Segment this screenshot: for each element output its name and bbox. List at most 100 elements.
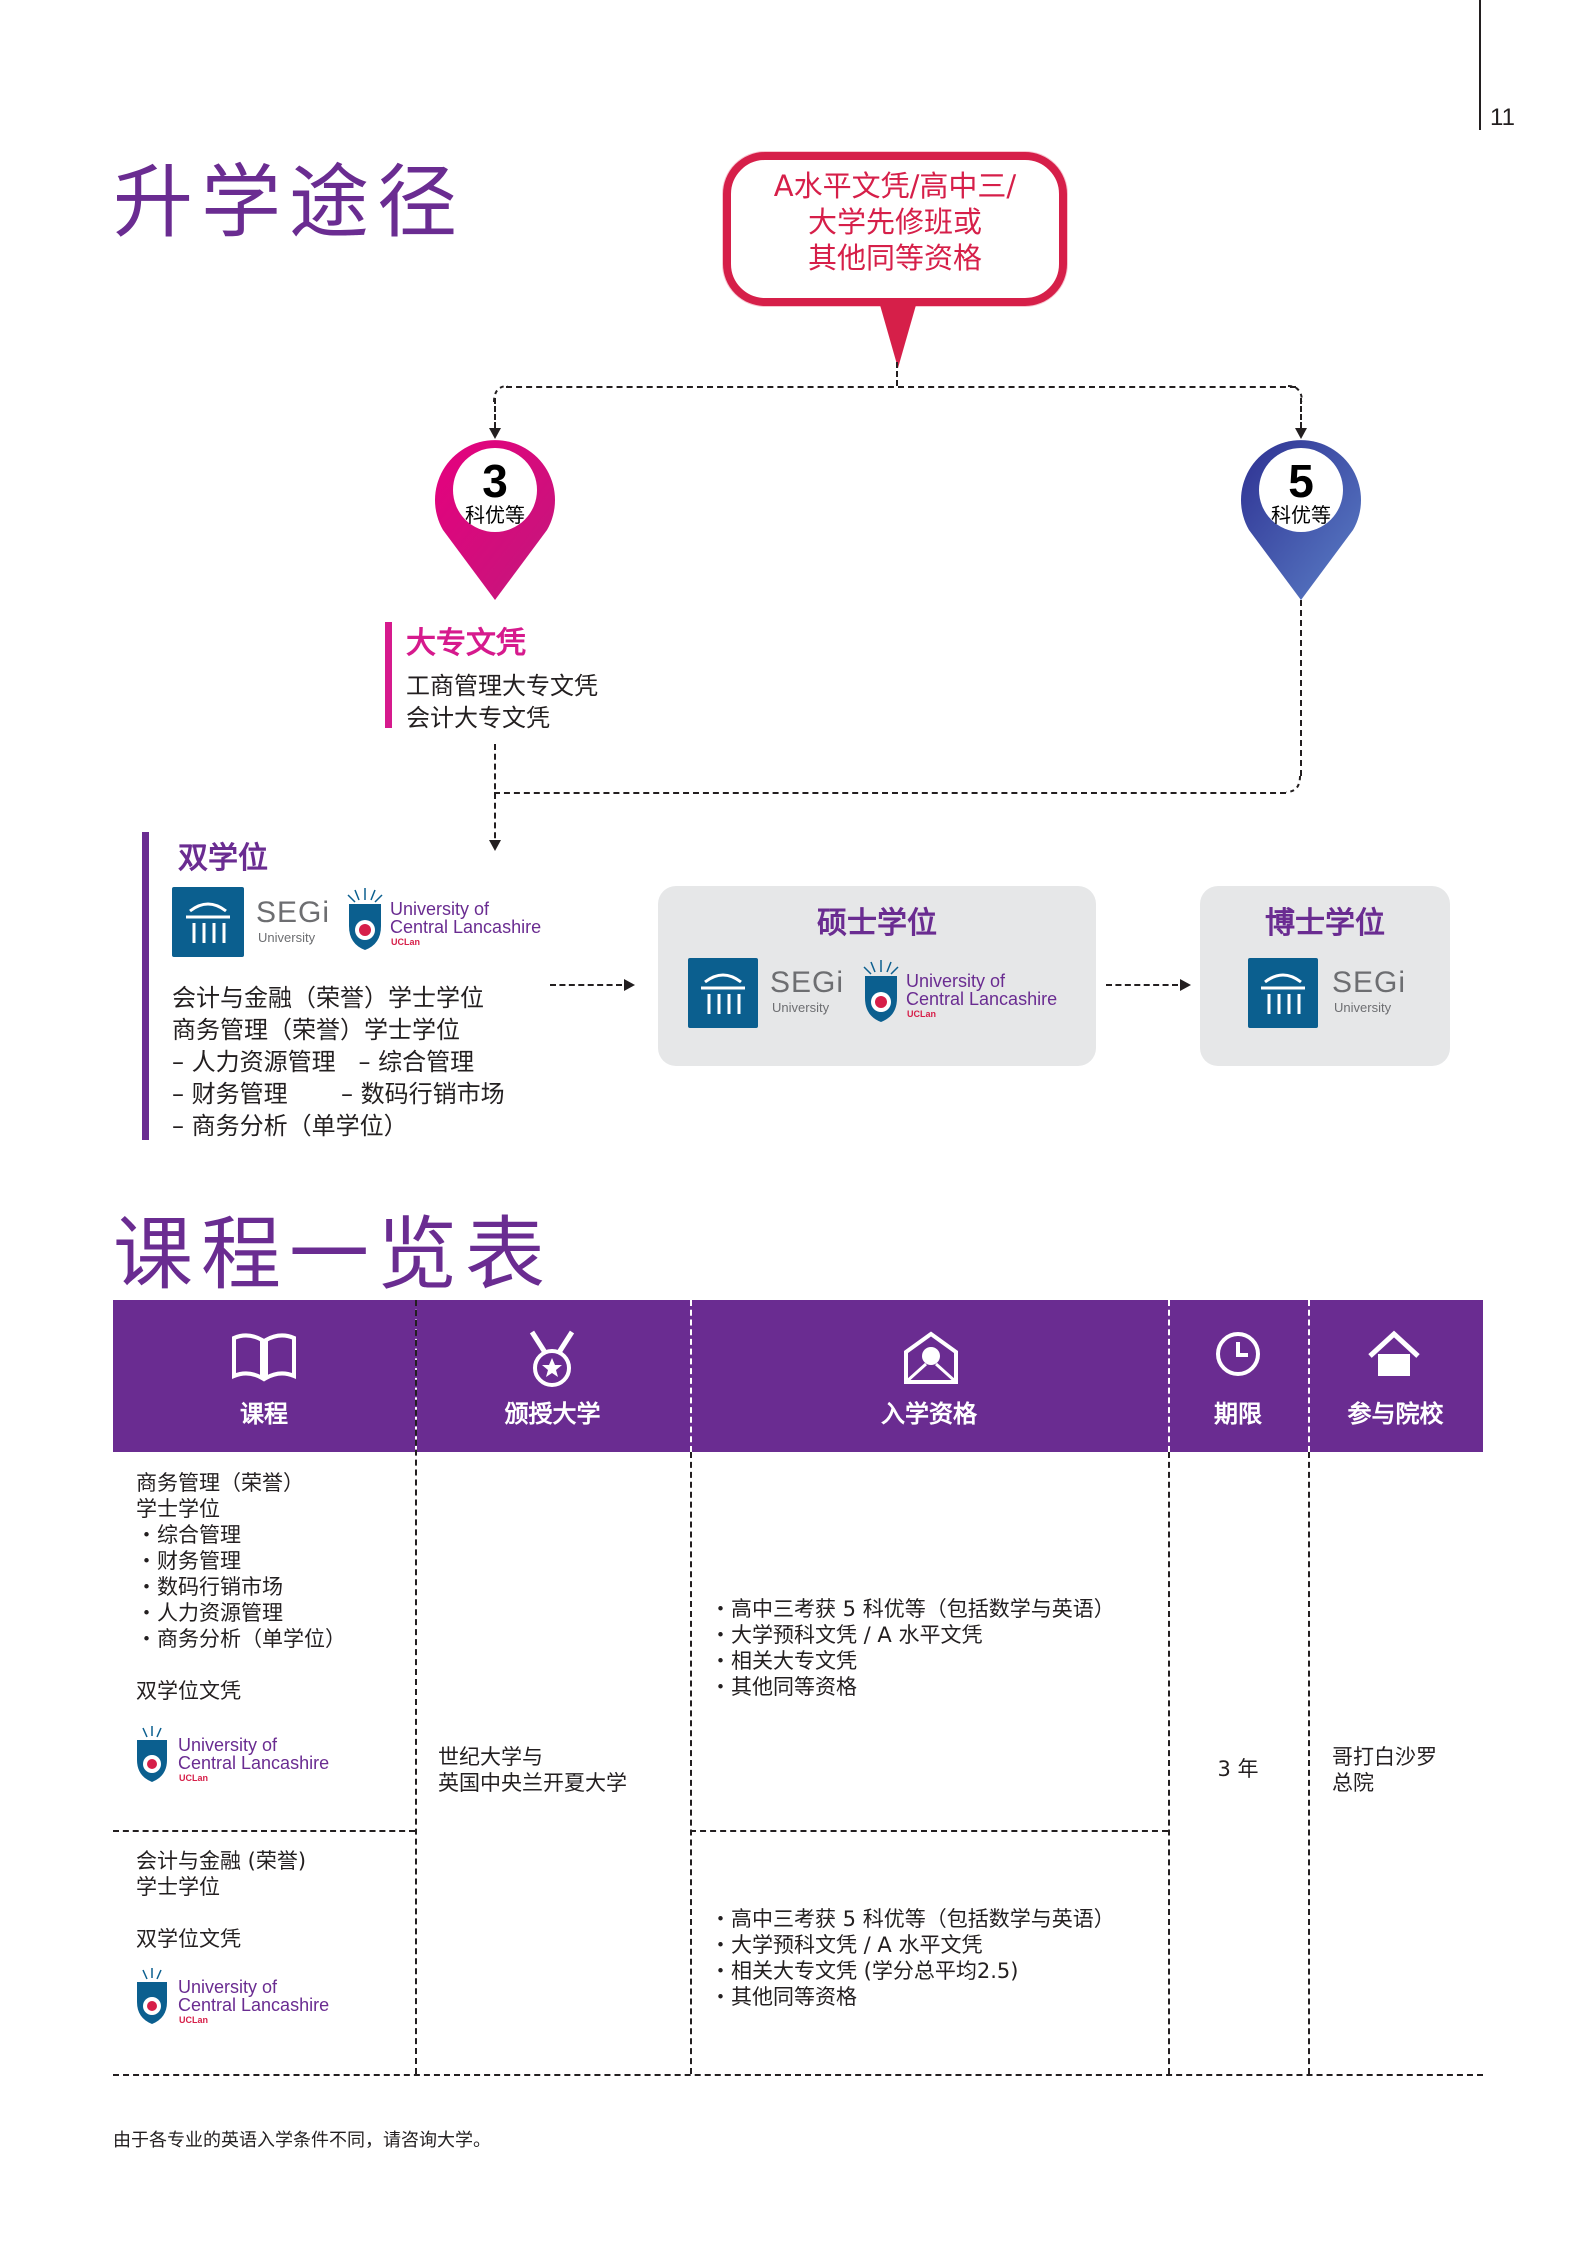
doctorate-box [1200,886,1450,1066]
entry-line-3: 其他同等资格 [807,241,982,275]
header-duration: 期限 [1214,1400,1262,1428]
house-icon [1368,1330,1420,1376]
entry-line-2: 大学先修班或 [807,205,982,239]
connector [494,398,496,428]
requirement-line: ・高中三考获 5 科优等（包括数学与英语） [710,1907,1115,1931]
requirement-line: ・相关大专文凭 (学分总平均2.5) [710,1959,1019,1983]
dual-cert-label: 双学位文凭 [136,1927,241,1951]
arrow-right-icon [624,979,635,991]
requirement-line: ・相关大专文凭 [710,1649,857,1673]
entry-requirement-text: A水平文凭/高中三/ 大学先修班或 其他同等资格 [723,168,1067,276]
uclan-crest-icon [347,888,383,950]
dual-degree-line: – 财务管理 – 数码行销市场 [172,1080,505,1108]
uclan-tag: UCLan [179,2015,208,2025]
connector-corner [1287,385,1303,403]
arrow-down-icon [489,840,501,851]
uclan-line-1: University of [906,971,1006,991]
dual-degree-line: – 人力资源管理 – 综合管理 [172,1048,475,1076]
connector [1300,600,1302,776]
requirement-line: ・大学预科文凭 / A 水平文凭 [710,1623,983,1647]
diploma-accent-bar [385,622,392,728]
column-separator [690,1452,692,2074]
segi-logo-icon [688,958,758,1028]
connector-corner [493,385,509,403]
header-campus: 参与院校 [1347,1400,1444,1428]
course-line: ・商务分析（单学位） [136,1627,346,1651]
course-line: ・财务管理 [136,1549,241,1573]
pin-5-subtitle: 科优等 [1271,503,1331,527]
course-line: ・数码行销市场 [136,1575,283,1599]
uclan-line-1: University of [390,899,490,919]
column-separator [1168,1452,1170,2074]
medal-icon [529,1330,575,1387]
row-separator [690,1830,1168,1832]
header-requirement: 入学资格 [881,1400,977,1428]
footnote: 由于各专业的英语入学条件不同，请咨询大学。 [113,2130,491,2151]
requirement-line: ・其他同等资格 [710,1675,857,1699]
clock-icon [1216,1332,1260,1376]
dual-degree-line: 会计与金融（荣誉）学士学位 [172,984,484,1012]
dual-degree-accent-bar [142,832,149,1140]
table-header [113,1300,1483,1452]
header-separator [1308,1300,1310,1452]
duration-cell: 3 年 [1217,1757,1259,1781]
course-line: 会计与金融 (荣誉) [136,1849,307,1873]
segi-logo-text: SEGi [770,966,845,999]
course-cell-1: 商务管理（荣誉） 学士学位 ・综合管理 ・财务管理 ・数码行销市场 ・人力资源管… [136,1470,346,1704]
connector [550,984,622,986]
pathway-title: 升学途径 [113,156,465,249]
course-line: 学士学位 [136,1875,220,1899]
dual-degree-title: 双学位 [178,841,268,876]
column-separator [1308,1452,1310,2074]
campus-line: 总院 [1332,1771,1374,1795]
university-line: 世纪大学与 [438,1745,543,1769]
uclan-line-2: Central Lancashire [178,1753,330,1773]
uclan-line-1: University of [178,1735,278,1755]
row-separator [113,1830,415,1832]
uclan-tag: UCLan [179,1773,208,1783]
uclan-line-2: Central Lancashire [906,989,1058,1009]
segi-logo-sub: University [1334,1000,1392,1015]
envelope-icon [904,1331,958,1384]
book-icon [232,1333,296,1382]
segi-logo-text: SEGi [256,896,331,929]
dual-degree-line: – 商务分析（单学位） [172,1112,408,1140]
course-line: ・人力资源管理 [136,1601,283,1625]
header-course: 课程 [240,1400,288,1428]
connector [494,744,496,848]
pin-5-number: 5 [1288,455,1314,507]
connector-corner [1285,775,1301,793]
course-cell-2: 会计与金融 (荣誉) 学士学位 双学位文凭 [136,1848,306,1952]
bubble-pointer [878,298,918,368]
uclan-line-2: Central Lancashire [390,917,542,937]
segi-logo-sub: University [258,930,316,945]
doctorate-title: 博士学位 [1265,906,1385,941]
course-line: 商务管理（荣誉） [136,1471,304,1495]
connector [506,386,1296,388]
diploma-item: 工商管理大专文凭 [406,672,598,700]
diploma-item: 会计大专文凭 [406,704,550,732]
connector [494,792,1286,794]
arrow-down-icon [1295,428,1307,439]
course-line: ・综合管理 [136,1523,241,1547]
header-separator [1168,1300,1170,1452]
uclan-crest-icon [137,1968,167,2024]
masters-title: 硕士学位 [817,906,937,941]
header-university: 颁授大学 [504,1400,601,1428]
pin-5-label: 5 科优等 [1241,458,1361,526]
requirement-cell-2: ・高中三考获 5 科优等（包括数学与英语） ・大学预科文凭 / A 水平文凭 ・… [710,1906,1115,2010]
requirement-line: ・其他同等资格 [710,1985,857,2009]
uclan-tag: UCLan [907,1009,936,1019]
column-separator [415,1300,417,2074]
pin-3-label: 3 科优等 [435,458,555,526]
connector [1106,984,1178,986]
course-line: 学士学位 [136,1497,220,1521]
pin-3-icon [435,440,555,600]
dual-cert-label: 双学位文凭 [136,1679,241,1703]
segi-logo-icon [1248,958,1318,1028]
courses-title: 课程一览表 [113,1208,553,1301]
pin-5-icon [1241,440,1361,600]
segi-logo-sub: University [772,1000,830,1015]
campus-cell: 哥打白沙罗 总院 [1332,1744,1437,1796]
segi-logo-text: SEGi [1332,966,1407,999]
